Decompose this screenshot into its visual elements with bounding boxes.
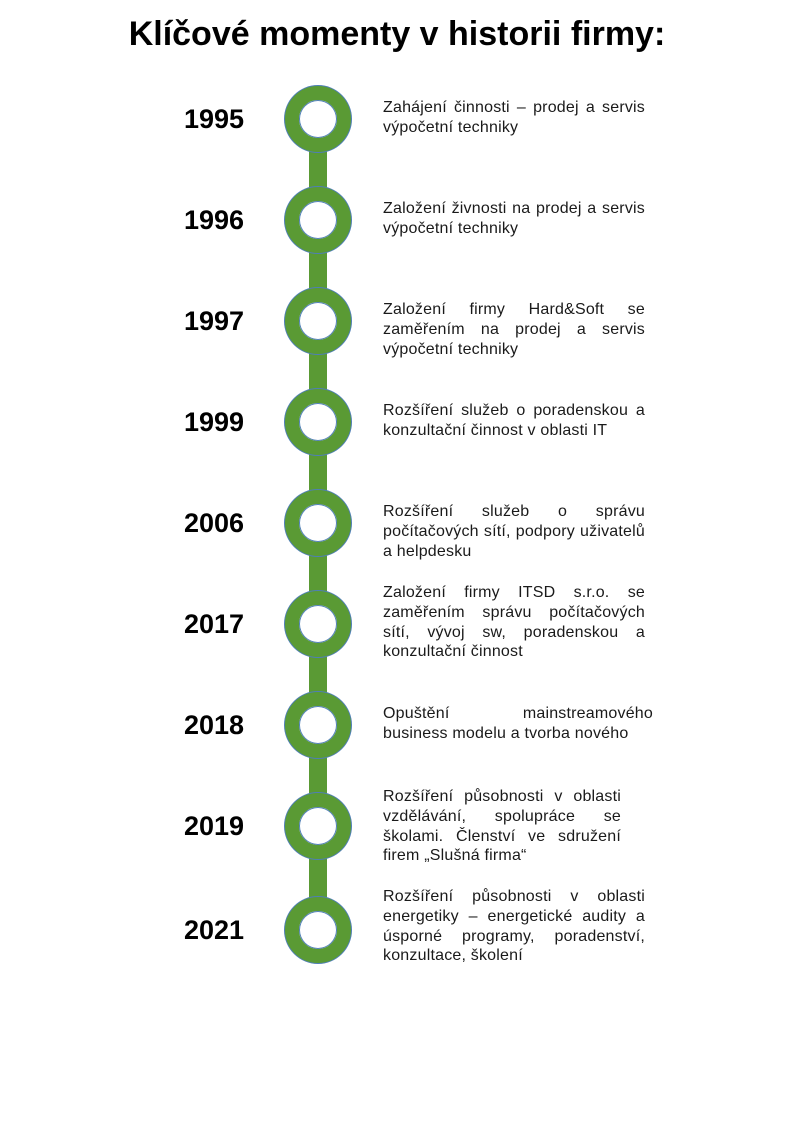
timeline-node-icon xyxy=(285,389,351,455)
milestone-year: 2021 xyxy=(183,915,245,945)
milestone-description: Založení firmy Hard&Soft se zaměřením na… xyxy=(383,301,645,358)
timeline-node-icon xyxy=(285,187,351,253)
milestone-year: 1996 xyxy=(183,205,245,235)
timeline-milestone: 2021 Rozšíření působnosti v oblasti ener… xyxy=(0,888,794,964)
timeline-node-icon xyxy=(285,86,351,152)
milestone-year: 2019 xyxy=(183,811,245,841)
milestone-year: 2017 xyxy=(183,609,245,639)
milestone-description: Zahájení činnosti – prodej a servis výpo… xyxy=(383,99,645,136)
milestone-description: Rozšíření působnosti v oblasti energetik… xyxy=(383,888,645,965)
milestone-description: Rozšíření služeb o správu počítačových s… xyxy=(383,503,645,560)
milestone-description: Založení živnosti na prodej a servis výp… xyxy=(383,200,645,237)
timeline-node-icon xyxy=(285,692,351,758)
milestone-description: Rozšíření služeb o poradenskou a konzult… xyxy=(383,402,645,439)
timeline-milestone: 1996 Založení živnosti na prodej a servi… xyxy=(0,187,794,253)
timeline-node-icon xyxy=(285,591,351,657)
timeline-node-icon xyxy=(285,288,351,354)
page-title: Klíčové momenty v historii firmy: xyxy=(128,15,666,53)
milestone-description: Opuštění mainstreamového business modelu… xyxy=(383,705,653,742)
milestone-year: 2006 xyxy=(183,508,245,538)
milestone-description: Rozšíření působnosti v oblasti vzděláván… xyxy=(383,788,621,865)
timeline-milestone: 2017 Založení firmy ITSD s.r.o. se zaměř… xyxy=(0,584,794,660)
timeline-milestone: 1999 Rozšíření služeb o poradenskou a ko… xyxy=(0,389,794,455)
timeline-milestone: 1997 Založení firmy Hard&Soft se zaměřen… xyxy=(0,288,794,358)
milestone-year: 1997 xyxy=(183,306,245,336)
timeline-node-icon xyxy=(285,793,351,859)
milestone-year: 2018 xyxy=(183,710,245,740)
milestone-year: 1995 xyxy=(183,104,245,134)
milestone-description: Založení firmy ITSD s.r.o. se zaměřením … xyxy=(383,584,645,661)
timeline-node-icon xyxy=(285,897,351,963)
timeline-milestone: 2019 Rozšíření působnosti v oblasti vzdě… xyxy=(0,788,794,864)
timeline-node-icon xyxy=(285,490,351,556)
timeline-milestone: 2018 Opuštění mainstreamového business m… xyxy=(0,692,794,758)
milestone-year: 1999 xyxy=(183,407,245,437)
timeline-milestone: 1995 Zahájení činnosti – prodej a servis… xyxy=(0,86,794,152)
timeline-milestone: 2006 Rozšíření služeb o správu počítačov… xyxy=(0,490,794,560)
